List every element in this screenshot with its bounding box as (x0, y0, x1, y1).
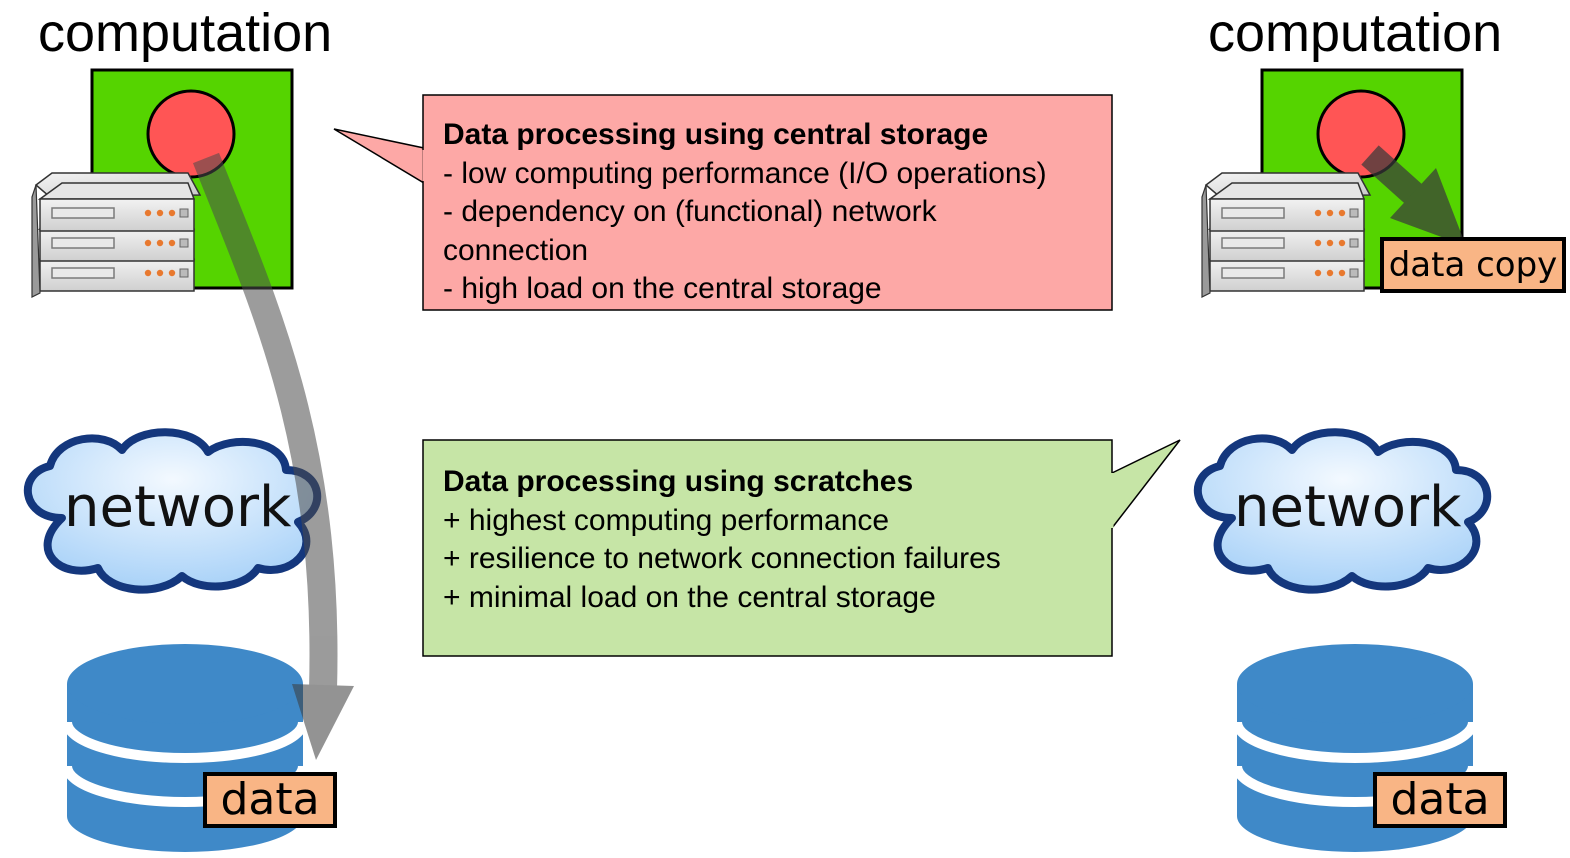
data-copy-tag: data copy (1380, 237, 1566, 293)
callout-line: + minimal load on the central storage (443, 580, 936, 614)
right-network-label: network (1234, 475, 1462, 540)
right-computation-label: computation (1208, 3, 1503, 63)
callout-line: + resilience to network connection failu… (443, 542, 1001, 575)
callout-line: connection (443, 233, 589, 267)
scratches-callout-text: Data processing using scratches + highes… (443, 463, 1103, 617)
central-storage-callout-title: Data processing using central storage (443, 118, 989, 151)
scratches-callout-title: Data processing using scratches (443, 465, 914, 498)
scratches-callout-pointer (1111, 439, 1181, 531)
scratches-callout-box (422, 439, 1113, 657)
local-flow-arrow-icon (1361, 145, 1466, 246)
callout-line: - dependency on (functional) network (443, 195, 937, 228)
remote-flow-arrow-icon (192, 152, 354, 760)
callout-line: + highest computing performance (443, 503, 890, 537)
left-computation-label: computation (38, 3, 333, 63)
central-storage-callout-box (422, 94, 1113, 311)
left-data-tag: data (203, 772, 337, 828)
central-storage-callout-text: Data processing using central storage - … (443, 116, 1103, 309)
left-network-label: network (64, 475, 292, 540)
callout-line: - low computing performance (I/O operati… (443, 156, 1047, 190)
right-server-stack-icon (1202, 173, 1370, 297)
right-data-tag: data (1373, 772, 1507, 828)
left-server-stack-icon (32, 173, 200, 297)
central-storage-callout-pointer (333, 128, 425, 185)
callout-line: - high load on the central storage (443, 272, 882, 305)
